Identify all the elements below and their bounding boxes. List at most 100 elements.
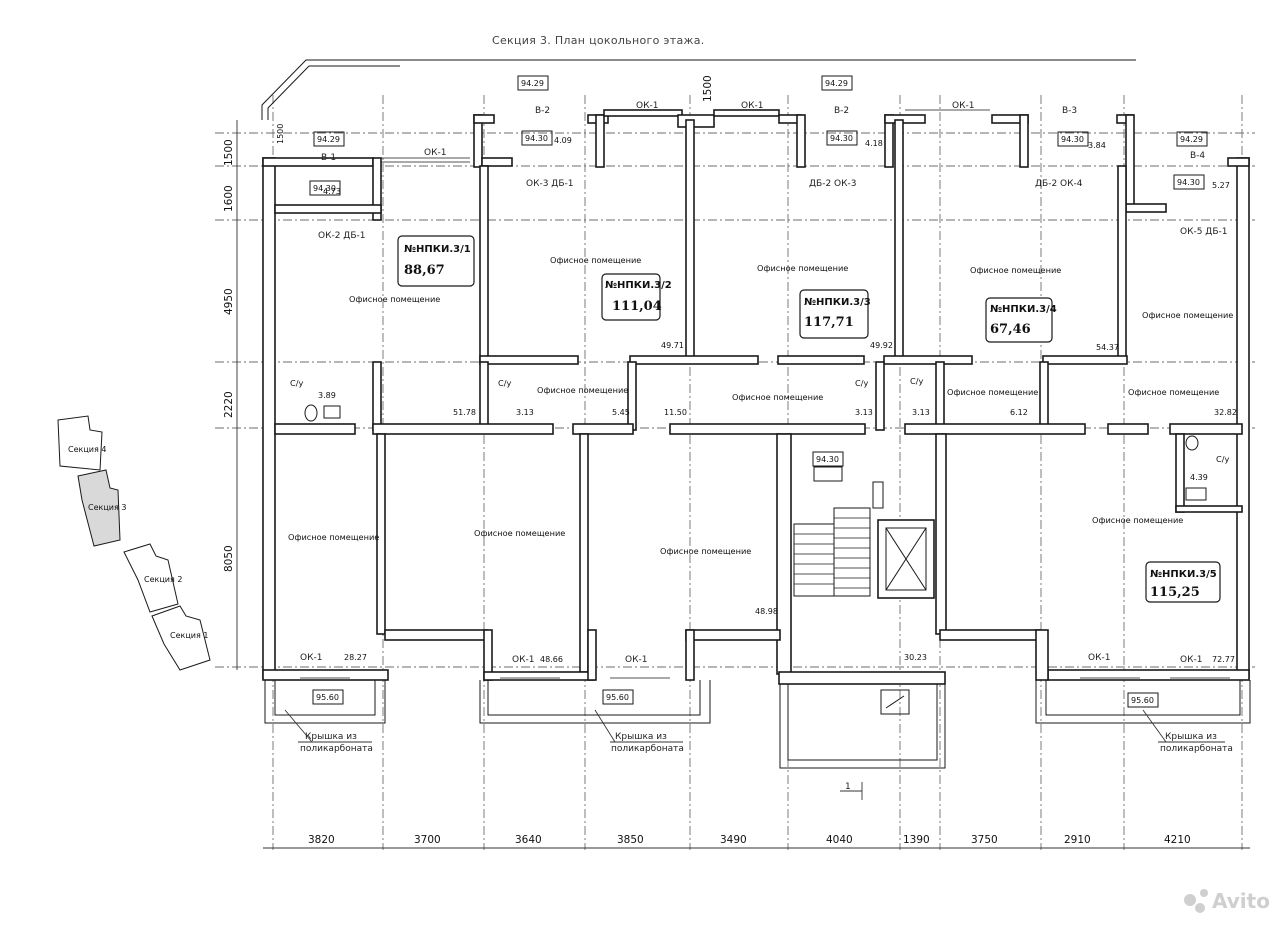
plan-title: Секция 3. План цокольного этажа.: [492, 34, 705, 47]
room-label: Офисное помещение: [732, 392, 823, 402]
svg-text:88,67: 88,67: [404, 263, 445, 278]
porch-outlines: [264, 680, 1251, 769]
svg-text:30.23: 30.23: [904, 653, 927, 662]
svg-text:Секция 3: Секция 3: [88, 503, 126, 512]
svg-text:2220: 2220: [223, 391, 235, 418]
stair-elevator: [793, 466, 935, 715]
room-labels: Офисное помещение Офисное помещение Офис…: [288, 255, 1233, 556]
svg-text:ОК-5 ДБ-1: ОК-5 ДБ-1: [1180, 227, 1228, 237]
svg-text:№НПКИ.3/2: №НПКИ.3/2: [605, 280, 672, 291]
key-plan: Секция 4 Секция 3 Секция 2 Секция 1: [57, 415, 211, 671]
left-dimensions: 1500 1600 4950 2220 8050 1500 1500: [223, 75, 714, 670]
room-label: Офисное помещение: [474, 528, 565, 538]
svg-text:Крышка из: Крышка из: [305, 732, 357, 742]
canopy-outline: [261, 59, 1136, 120]
room-label: Офисное помещение: [349, 294, 440, 304]
room-label: Офисное помещение: [757, 263, 848, 273]
svg-text:4.18: 4.18: [865, 139, 883, 148]
svg-text:3.89: 3.89: [318, 391, 336, 400]
wc-label: С/у: [290, 378, 303, 388]
svg-text:94.30: 94.30: [1177, 178, 1200, 187]
section-mark: 1: [840, 782, 863, 800]
svg-text:1600: 1600: [223, 185, 235, 212]
wc-fixtures: [304, 404, 1207, 501]
svg-text:3490: 3490: [720, 834, 747, 846]
avito-watermark: Avito: [1184, 889, 1270, 913]
svg-text:4950: 4950: [223, 288, 235, 315]
window-mark-labels: ОК-1 ОК-1 ОК-1 ОК-1 ОК-2 ДБ-1 ОК-3 ДБ-1 …: [300, 101, 1228, 665]
room-label: Офисное помещение: [947, 387, 1038, 397]
wc-label: С/у: [498, 378, 511, 388]
wc-label: С/у: [1216, 454, 1229, 464]
svg-text:№НПКИ.3/1: №НПКИ.3/1: [404, 244, 471, 255]
room-label: Офисное помещение: [288, 532, 379, 542]
level-marks: 94.29 94.29 94.29 94.29 94.30 94.30 94.3…: [309, 75, 1208, 708]
svg-text:3640: 3640: [515, 834, 542, 846]
svg-text:Секция 1: Секция 1: [170, 631, 208, 640]
room-label: Офисное помещение: [1092, 515, 1183, 525]
unit-label-3-5: №НПКИ.3/5 115,25: [1145, 561, 1221, 603]
svg-text:В-3: В-3: [1062, 106, 1077, 116]
svg-text:поликарбоната: поликарбоната: [611, 744, 684, 754]
svg-text:ОК-1: ОК-1: [636, 101, 658, 111]
svg-text:49.92: 49.92: [870, 341, 893, 350]
svg-text:94.29: 94.29: [1180, 135, 1203, 144]
svg-text:94.29: 94.29: [825, 79, 848, 88]
svg-text:4040: 4040: [826, 834, 853, 846]
svg-text:Avito: Avito: [1212, 889, 1270, 913]
svg-text:ОК-1: ОК-1: [424, 148, 446, 158]
svg-text:94.30: 94.30: [830, 134, 853, 143]
unit-label-3-4: №НПКИ.3/4 67,46: [985, 297, 1057, 343]
svg-text:3700: 3700: [414, 834, 441, 846]
svg-text:В-2: В-2: [834, 106, 849, 116]
svg-text:№НПКИ.3/5: №НПКИ.3/5: [1150, 569, 1217, 580]
svg-text:ДБ-2 ОК-4: ДБ-2 ОК-4: [1035, 179, 1083, 189]
wc-label: С/у: [855, 378, 868, 388]
room-label: Офисное помещение: [550, 255, 641, 265]
svg-text:111,04: 111,04: [612, 299, 662, 314]
svg-text:72.77: 72.77: [1212, 655, 1235, 664]
svg-text:ОК-1: ОК-1: [300, 653, 322, 663]
svg-text:№НПКИ.3/4: №НПКИ.3/4: [990, 304, 1057, 315]
svg-text:Секция 2: Секция 2: [144, 575, 182, 584]
svg-text:№НПКИ.3/3: №НПКИ.3/3: [804, 297, 871, 308]
svg-text:2910: 2910: [1064, 834, 1091, 846]
svg-text:3750: 3750: [971, 834, 998, 846]
svg-text:ОК-2 ДБ-1: ОК-2 ДБ-1: [318, 231, 366, 241]
svg-text:32.82: 32.82: [1214, 408, 1237, 417]
svg-text:95.60: 95.60: [1131, 696, 1154, 705]
svg-text:1500: 1500: [276, 124, 285, 144]
svg-text:117,71: 117,71: [804, 315, 854, 330]
svg-text:ОК-1: ОК-1: [952, 101, 974, 111]
svg-text:48.98: 48.98: [755, 607, 778, 616]
svg-text:4.39: 4.39: [1190, 473, 1208, 482]
svg-text:49.71: 49.71: [661, 341, 684, 350]
svg-text:В-1: В-1: [321, 153, 336, 163]
svg-text:94.29: 94.29: [521, 79, 544, 88]
svg-text:51.78: 51.78: [453, 408, 476, 417]
svg-text:3850: 3850: [617, 834, 644, 846]
svg-text:ОК-1: ОК-1: [1180, 655, 1202, 665]
svg-text:94.30: 94.30: [1061, 135, 1084, 144]
svg-text:95.60: 95.60: [316, 693, 339, 702]
interior-walls: [274, 119, 1243, 685]
svg-text:54.37: 54.37: [1096, 343, 1119, 352]
svg-text:5.27: 5.27: [1212, 181, 1230, 190]
svg-text:6.12: 6.12: [1010, 408, 1028, 417]
svg-text:8050: 8050: [223, 545, 235, 572]
unit-label-3-3: №НПКИ.3/3 117,71: [799, 289, 871, 339]
svg-text:1500: 1500: [223, 139, 235, 166]
svg-text:ОК-1: ОК-1: [625, 655, 647, 665]
svg-text:поликарбоната: поликарбоната: [1160, 744, 1233, 754]
outer-walls: [262, 109, 1250, 681]
svg-text:94.30: 94.30: [816, 455, 839, 464]
svg-text:95.60: 95.60: [606, 693, 629, 702]
bottom-dimensions: 3820 3700 3640 3850 3490 4040 1390 3750 …: [263, 834, 1250, 849]
svg-text:4210: 4210: [1164, 834, 1191, 846]
svg-text:3.13: 3.13: [516, 408, 534, 417]
svg-text:1: 1: [845, 782, 851, 792]
svg-text:Секция 4: Секция 4: [68, 445, 106, 454]
svg-text:5.45: 5.45: [612, 408, 630, 417]
svg-text:94.29: 94.29: [317, 135, 340, 144]
